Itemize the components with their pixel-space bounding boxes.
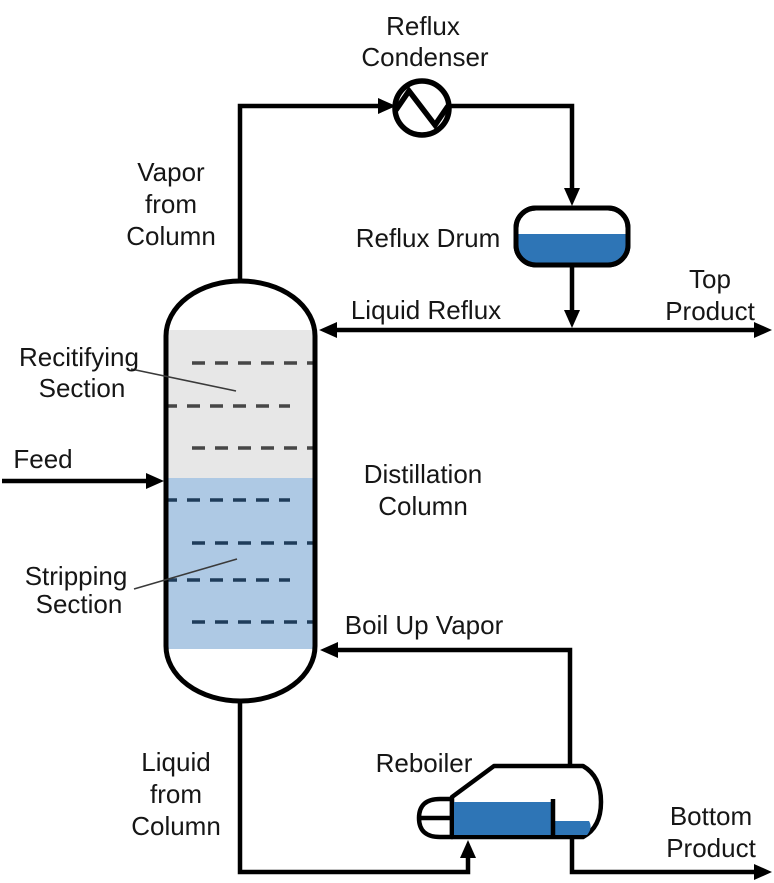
label-vapor-from-column: from bbox=[145, 189, 197, 219]
label-liquid-from-column: Column bbox=[131, 811, 221, 841]
label-liquid-from-column: Liquid bbox=[141, 747, 210, 777]
pipe-bottom-product bbox=[569, 835, 754, 875]
reboiler-liquid-overflow bbox=[555, 821, 591, 835]
label-feed: Feed bbox=[13, 444, 72, 474]
label-distillation-column: Distillation bbox=[364, 459, 483, 489]
label-vapor-from-column: Vapor bbox=[137, 157, 205, 187]
label-vapor-from-column: Column bbox=[126, 221, 216, 251]
label-top-product: Top bbox=[689, 264, 731, 294]
arrowhead-drum-to-header bbox=[564, 310, 580, 328]
pipe-condenser-to-drum bbox=[449, 103, 575, 188]
label-stripping-section: Section bbox=[36, 589, 123, 619]
label-boil-up-vapor: Boil Up Vapor bbox=[345, 610, 504, 640]
labels: Reflux Condenser Vapor from Column Reflu… bbox=[13, 11, 756, 863]
label-reflux-condenser: Reflux bbox=[386, 11, 460, 41]
arrowhead-into-drum bbox=[564, 188, 580, 206]
rectifying-section-fill bbox=[166, 330, 315, 478]
arrowhead-into-condenser bbox=[378, 98, 396, 114]
reboiler-symbol bbox=[416, 763, 604, 840]
label-reflux-condenser: Condenser bbox=[361, 42, 489, 72]
label-reflux-drum: Reflux Drum bbox=[356, 223, 500, 253]
arrowhead-into-reboiler bbox=[460, 840, 476, 858]
label-bottom-product: Bottom bbox=[670, 801, 752, 831]
pipe-vapor-overhead bbox=[237, 103, 378, 282]
label-distillation-column: Column bbox=[378, 491, 468, 521]
label-rectifying-section: Recitifying bbox=[19, 342, 139, 372]
arrowhead-liquid-reflux bbox=[319, 322, 337, 338]
pipe-liquid-from-column bbox=[237, 700, 471, 875]
reboiler-liquid bbox=[454, 802, 551, 835]
label-reboiler: Reboiler bbox=[376, 748, 473, 778]
label-liquid-reflux: Liquid Reflux bbox=[351, 295, 501, 325]
arrowhead-bottom-product bbox=[754, 864, 772, 880]
label-top-product: Product bbox=[665, 296, 755, 326]
rectifying-pointer-line bbox=[130, 368, 237, 392]
reflux-condenser-symbol bbox=[392, 78, 452, 138]
reflux-drum bbox=[513, 205, 631, 268]
label-liquid-from-column: from bbox=[150, 779, 202, 809]
arrowhead-feed bbox=[146, 473, 164, 489]
label-rectifying-section: Section bbox=[39, 373, 126, 403]
reflux-drum-liquid bbox=[516, 234, 628, 265]
piping bbox=[2, 98, 772, 880]
arrowhead-boil-up bbox=[320, 642, 338, 658]
column-outline bbox=[163, 278, 318, 704]
reflux-drum-outline bbox=[513, 205, 631, 268]
arrowhead-top-product bbox=[754, 322, 772, 338]
condenser-zigzag-icon bbox=[393, 86, 451, 130]
label-bottom-product: Product bbox=[666, 833, 756, 863]
distillation-column bbox=[163, 278, 318, 704]
stripping-pointer-line bbox=[133, 558, 238, 590]
pipe-boil-up-vapor bbox=[337, 647, 573, 765]
label-stripping-section: Stripping bbox=[25, 561, 128, 591]
